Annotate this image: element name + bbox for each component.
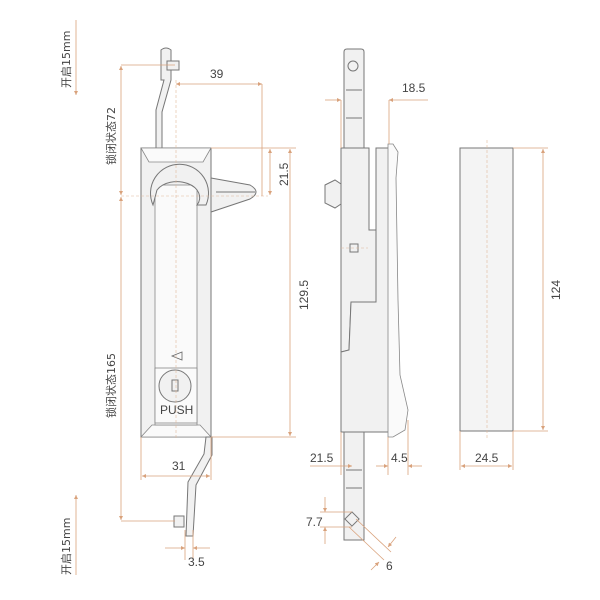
side-dimensions: 18.5 21.5 4.5 7.7 6 (306, 81, 428, 573)
dim-21-5: 21.5 (277, 162, 291, 186)
dim-124: 124 (549, 280, 563, 300)
side-bezel (387, 143, 409, 438)
front-dimensions: 开启15mm 开启15mm 锁闭状态72 锁闭状态165 39 21.5 129… (60, 20, 311, 575)
top-pin (166, 60, 180, 71)
front-view: PUSH (121, 47, 268, 537)
dim-4-5: 4.5 (391, 451, 408, 465)
arrow-triangle-icon (170, 351, 183, 361)
screw-icon (324, 179, 342, 209)
bottom-pin (173, 515, 185, 528)
dim-129-5: 129.5 (297, 280, 311, 310)
dim-18-5: 18.5 (402, 81, 426, 95)
cutout-rect (459, 147, 514, 432)
side-view (324, 48, 409, 541)
square-hole (344, 511, 360, 527)
locked-state-165: 锁闭状态165 (104, 353, 118, 418)
dim-31: 31 (172, 459, 186, 473)
dim-3-5: 3.5 (188, 555, 205, 569)
locked-state-72: 锁闭状态72 (104, 107, 118, 165)
dim-6: 6 (386, 559, 393, 573)
handle-arc (150, 163, 209, 207)
dim-24-5: 24.5 (475, 451, 499, 465)
push-label: PUSH (160, 403, 193, 417)
dim-7-7: 7.7 (306, 515, 323, 529)
open-15mm-top: 开启15mm (60, 31, 73, 88)
dim-21-5-side: 21.5 (310, 451, 334, 465)
top-link-rod (155, 47, 172, 151)
lever-wing (210, 177, 257, 213)
bottom-link-rod (185, 436, 213, 537)
open-15mm-bottom: 开启15mm (60, 518, 73, 575)
dim-39: 39 (210, 67, 224, 81)
cutout-view: 124 24.5 (459, 140, 563, 470)
